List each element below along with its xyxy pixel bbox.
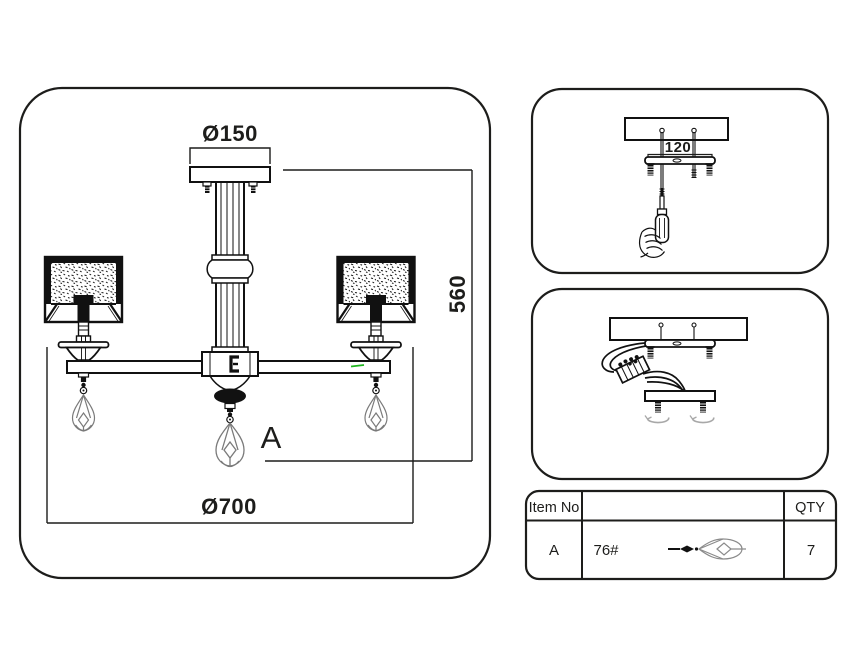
dimension-bottom-diameter [46,347,414,524]
table-cell-item-no: A [549,542,559,559]
table-cell-qty: 7 [807,542,815,559]
table-header-qty: QTY [795,500,825,516]
parts-table: Item No QTY A 76# 7 [524,489,838,581]
rotation-arrow-icon [644,415,715,424]
hand-icon [638,227,666,258]
ceiling-plate [624,117,729,141]
lamp-canopy [644,390,716,414]
screwdriver-icon [654,188,670,244]
table-cell-part-code: 76# [593,542,619,559]
canopy-screw-icon [202,181,212,193]
crystal-pendant-center [215,421,245,468]
install-step2-panel [530,287,830,481]
ceiling-plate [609,317,748,341]
install-step2-drawing [601,317,748,424]
install-step1-drawing: 120 [624,117,729,258]
canopy-screw-icon [248,181,258,193]
chandelier-front-view: Ø150 [43,121,473,524]
mounting-bracket [644,156,716,177]
dim-560-label: 560 [445,275,470,313]
main-diagram-panel [18,86,492,580]
wire-bundle [601,342,686,392]
crystal-pendant-icon [668,538,746,560]
hanger-pin-icon [658,322,697,340]
center-hub [201,351,259,377]
dim-120-label: 120 [665,139,692,156]
ground-wire-mark [350,364,365,368]
dimension-top-diameter [189,147,271,164]
pendant-label: A [261,420,282,455]
terminal-block-icon [614,355,651,385]
table-header-item-no: Item No [529,500,580,516]
dim-150-label: Ø150 [202,121,258,146]
ceiling-canopy [189,166,271,193]
install-step1-panel [530,87,830,275]
center-finial [209,375,251,424]
dimension-height [265,169,473,462]
center-column [206,182,254,353]
dim-700-label: Ø700 [201,494,257,519]
